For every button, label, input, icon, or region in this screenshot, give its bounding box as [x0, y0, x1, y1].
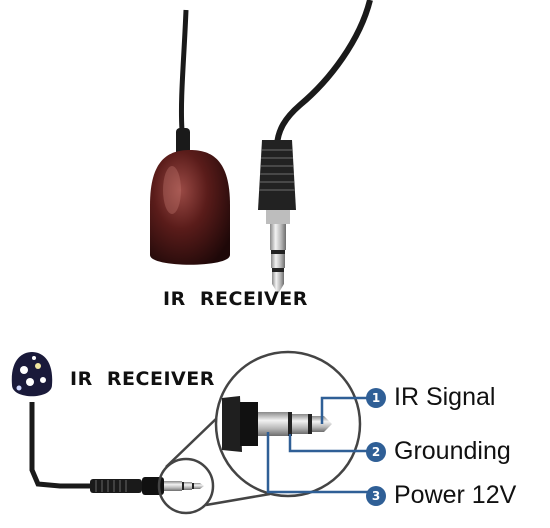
diagram-receiver-speckle	[20, 366, 28, 374]
legend-label: IR Signal	[394, 383, 496, 411]
receiver-dome	[150, 150, 230, 265]
zoom-line-bottom	[205, 492, 271, 507]
receiver-dome-highlight	[163, 166, 181, 214]
diagram-receiver-speckle	[32, 356, 36, 360]
receiver-eye-photo	[150, 9, 230, 265]
legend-item-power: 3 Power 12V	[366, 481, 516, 510]
number-badge: 2	[366, 441, 386, 462]
legend-label: Power 12V	[394, 481, 517, 509]
plug-photo	[258, 0, 373, 294]
callout-lines	[266, 396, 368, 494]
diagram-small-plug	[90, 477, 204, 495]
number-badge: 1	[366, 387, 386, 408]
plug-insulator-1	[271, 250, 285, 254]
legend-label: Grounding	[394, 437, 511, 465]
magnifier-small-circle	[157, 457, 215, 515]
plug-ring	[271, 254, 285, 268]
number-badge: 3	[366, 485, 386, 506]
plug-cable	[274, 0, 373, 146]
legend-item-grounding: 2 Grounding	[366, 437, 511, 466]
diagram-receiver-speckle	[26, 378, 34, 386]
plug-insulator-2	[272, 268, 284, 272]
diagram-receiver-body	[11, 352, 53, 397]
receiver-cable	[178, 9, 189, 131]
plug-grip-ridges	[259, 149, 295, 191]
plug-collar	[266, 210, 290, 224]
diagram-receiver-speckle	[35, 363, 41, 369]
diagram-title: IR RECEIVER	[70, 368, 215, 390]
diagram-cable	[29, 402, 150, 489]
diagram-receiver-speckle	[16, 385, 22, 391]
callout-line-ir-signal	[320, 396, 368, 424]
plug-tip	[272, 272, 284, 294]
callout-line-grounding	[288, 434, 368, 453]
callout-line-power	[266, 432, 368, 494]
plug-sleeve	[270, 224, 286, 250]
legend-item-ir-signal: 1 IR Signal	[366, 383, 495, 412]
photo-caption: IR RECEIVER	[163, 288, 308, 310]
diagram-receiver-speckle	[40, 377, 46, 383]
enlarged-plug	[222, 396, 332, 452]
